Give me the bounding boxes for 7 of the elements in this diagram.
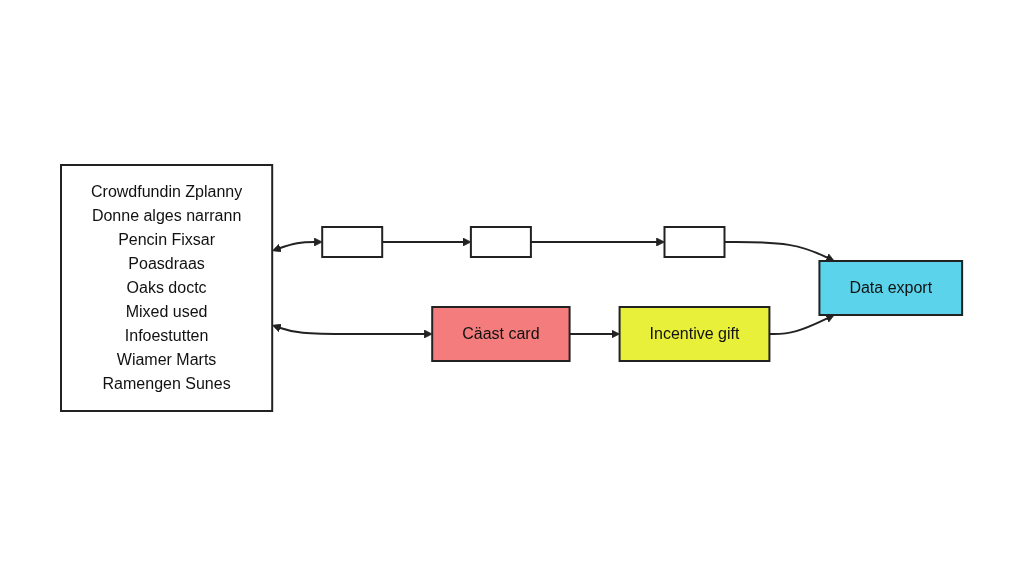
node-box: Data export [818, 260, 964, 316]
node-box [663, 226, 726, 258]
node-box [470, 226, 533, 258]
node-box: Crowdfundin Zplanny Donne alges narrann Pencin Fixsar Poasdraas Oaks doctc Mixed used Infoestutten Wiamer Marts Ramengen Sunes [60, 164, 274, 412]
node-box: Incentive gift [619, 306, 771, 362]
node-box: Cäast card [431, 306, 571, 362]
node-box [321, 226, 384, 258]
